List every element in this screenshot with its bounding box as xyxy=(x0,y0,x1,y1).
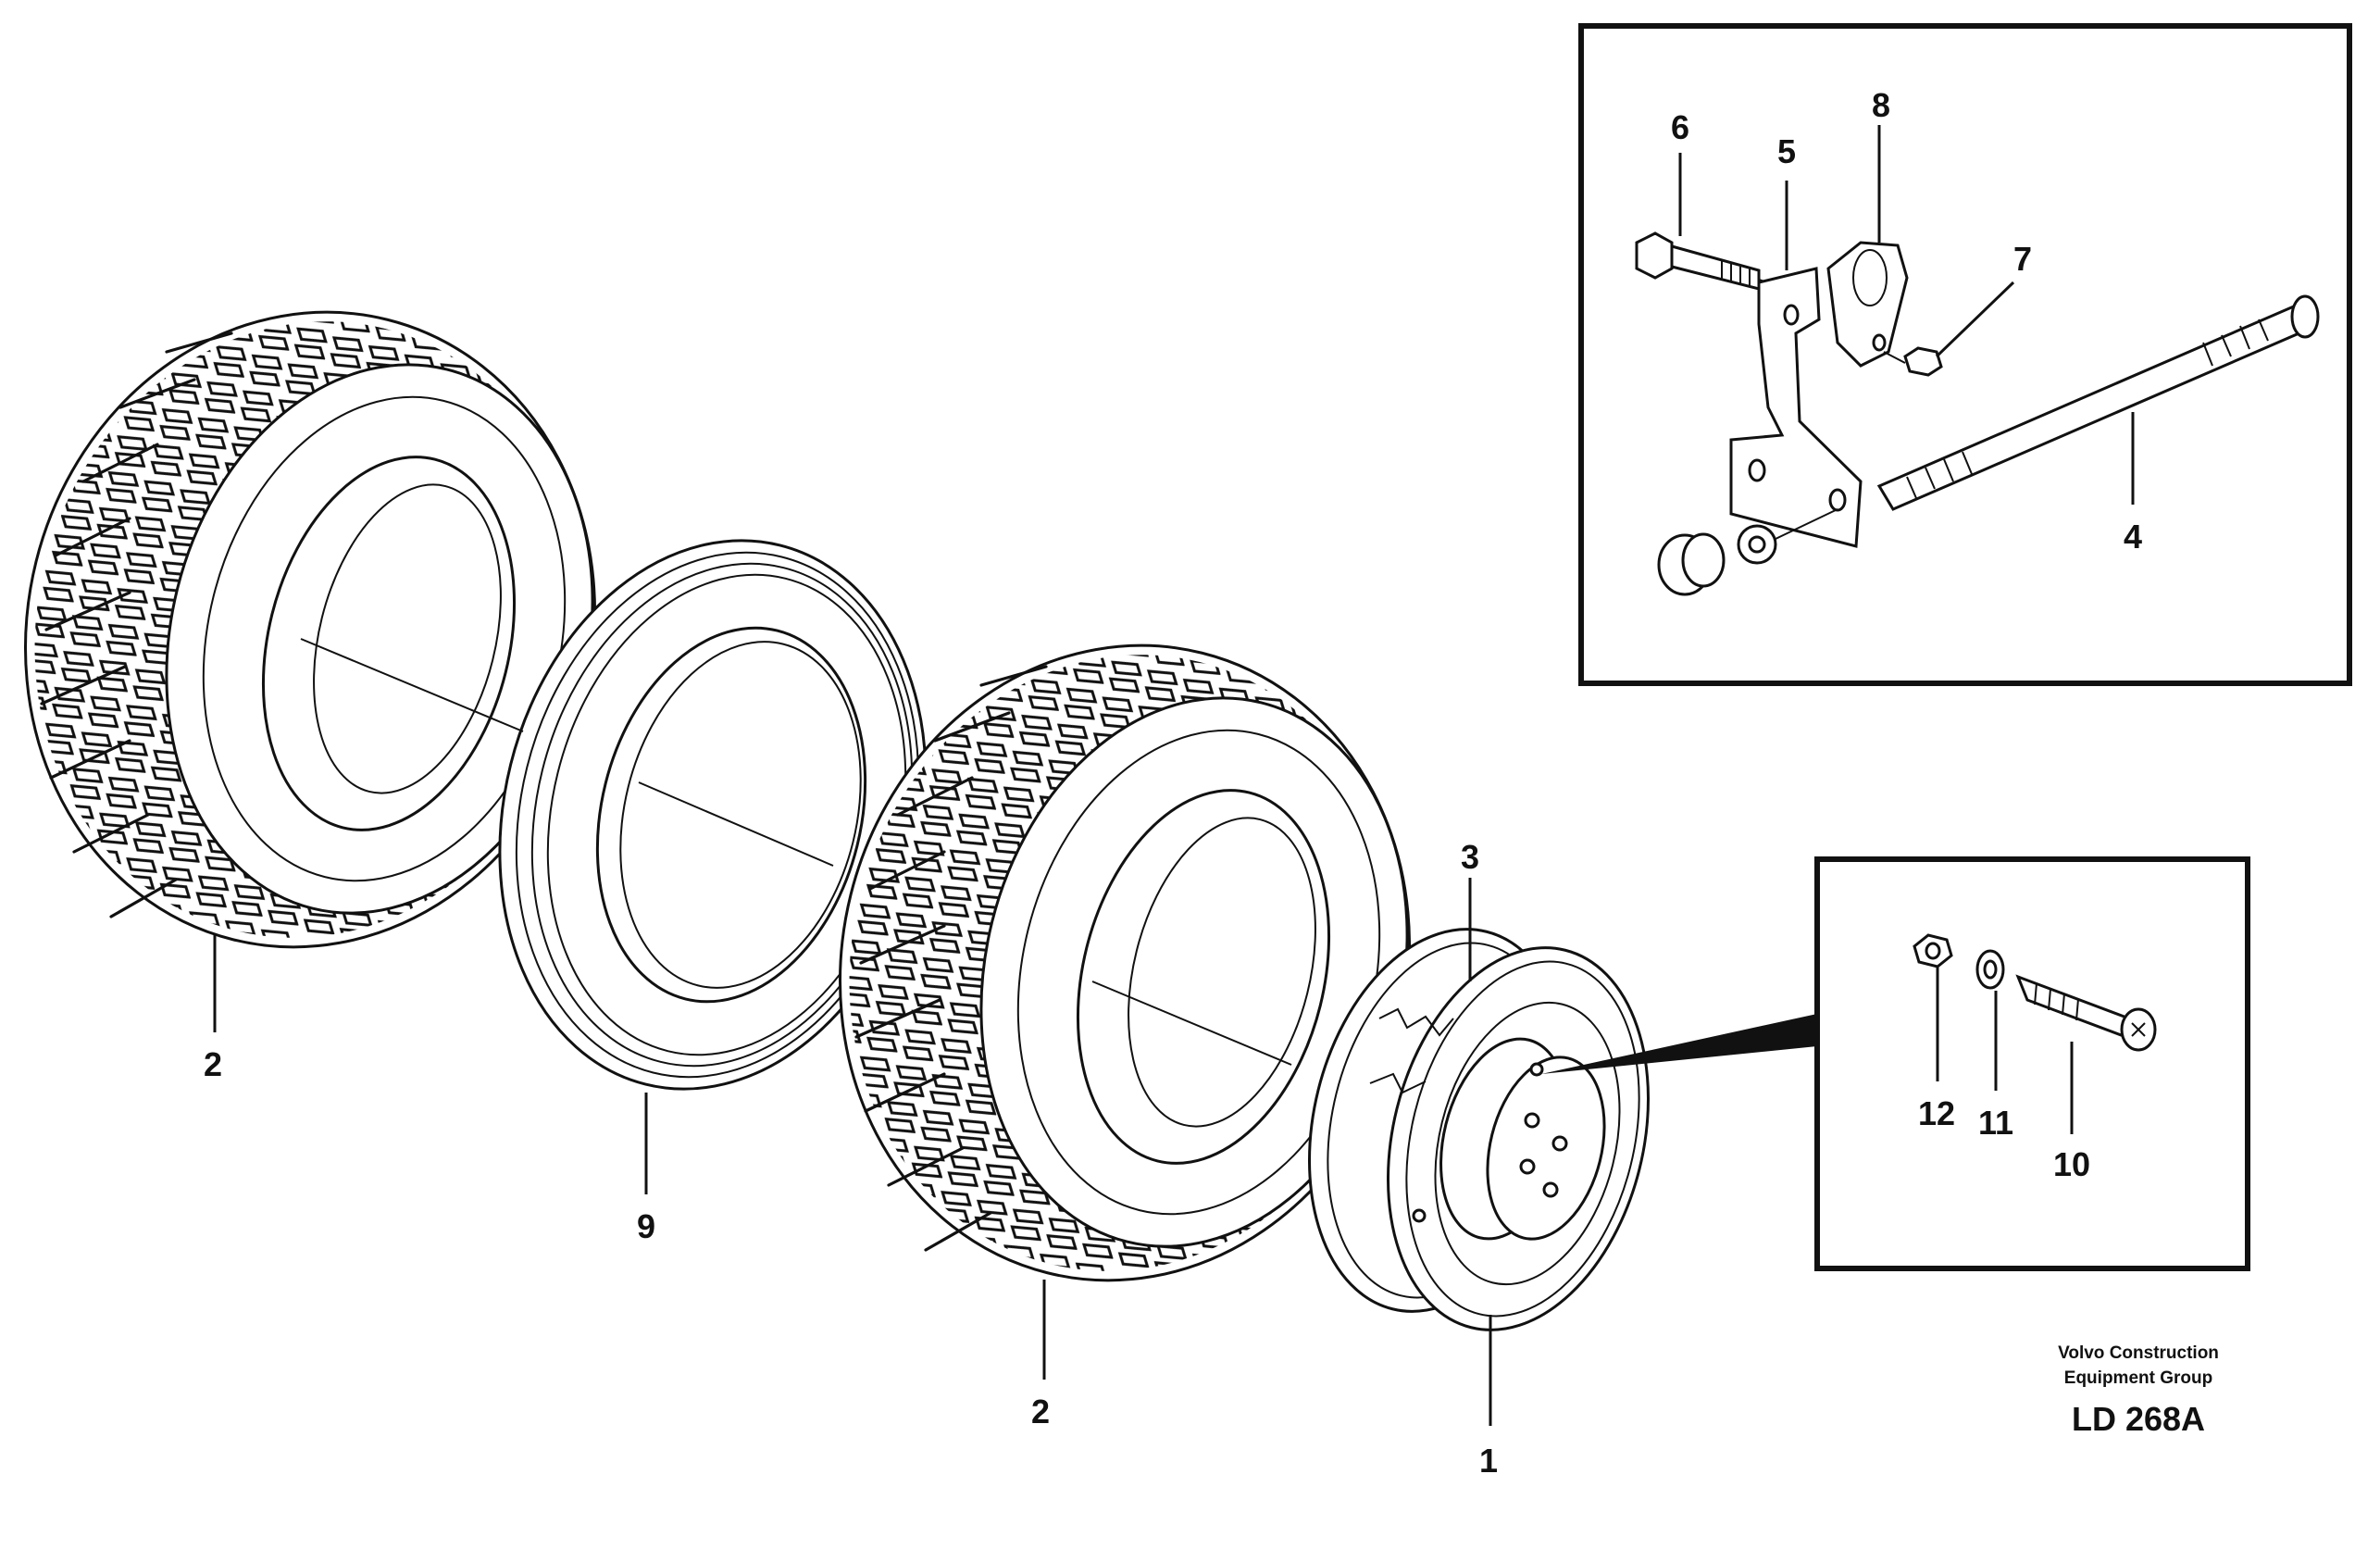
callout-2-right: 2 xyxy=(1031,1393,1050,1430)
tire-rear xyxy=(24,310,596,949)
credit-line-2: Equipment Group xyxy=(2064,1368,2212,1388)
callout-10: 10 xyxy=(2053,1145,2090,1183)
inset-valve xyxy=(1578,23,2352,686)
callout-6: 6 xyxy=(1671,108,1689,146)
callout-12: 12 xyxy=(1918,1094,1955,1132)
tire-front xyxy=(839,643,1411,1282)
axis-line-front xyxy=(1091,981,1292,1066)
credit-line-1: Volvo Construction xyxy=(2058,1343,2219,1363)
leader-lines xyxy=(213,125,2135,1426)
detail-pointer xyxy=(1541,1014,1817,1074)
callout-8: 8 xyxy=(1872,86,1890,124)
callout-5: 5 xyxy=(1777,132,1796,170)
inset-fasteners xyxy=(1814,856,2250,1271)
axis-line-tube xyxy=(638,781,834,867)
callout-1: 1 xyxy=(1479,1442,1498,1480)
callout-3: 3 xyxy=(1461,838,1479,876)
rim-assembly xyxy=(1308,928,1650,1331)
axis-line-rear xyxy=(300,638,524,732)
callout-11: 11 xyxy=(1978,1104,2013,1142)
callout-9: 9 xyxy=(637,1207,655,1245)
callout-2-left: 2 xyxy=(204,1045,222,1083)
callout-4: 4 xyxy=(2124,518,2142,556)
callout-7: 7 xyxy=(2013,240,2032,278)
drawing-code: LD 268A xyxy=(2072,1400,2205,1438)
